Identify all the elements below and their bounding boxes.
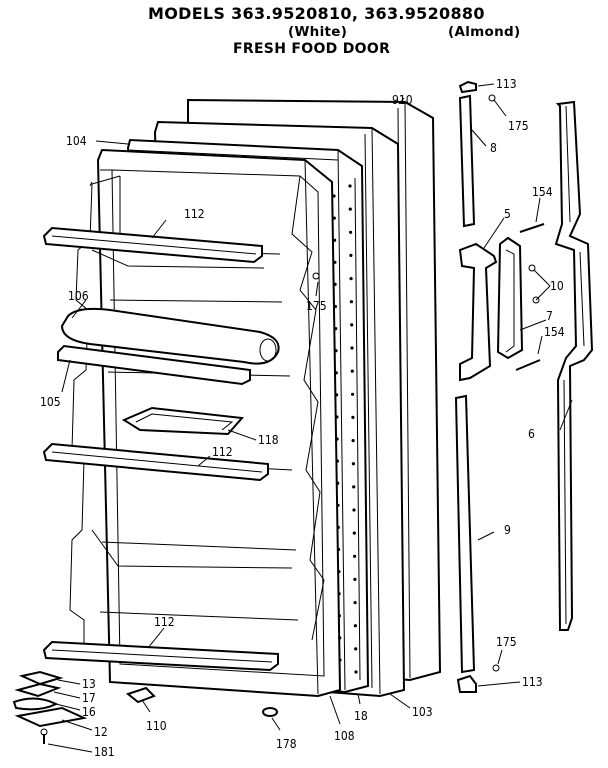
screw-hole [354, 670, 358, 674]
door-shelf-top [42, 226, 263, 264]
door-shelf-middle [42, 442, 269, 482]
callout-113-top: 113 [496, 77, 517, 91]
screw-hole [334, 349, 338, 353]
callout-110: 110 [146, 719, 167, 733]
callout-18: 18 [354, 709, 368, 723]
subtitle-fresh-food-door: FRESH FOOD DOOR [233, 41, 391, 57]
screw-hole [337, 592, 341, 596]
screw-hole [336, 525, 340, 530]
screw-hole [352, 508, 356, 512]
screw-hole [338, 658, 342, 662]
callout-8: 8 [490, 141, 497, 155]
screw-hole [353, 577, 357, 582]
callout-112-bottom: 112 [154, 615, 175, 629]
screw-hole [351, 439, 355, 443]
screw-hole [334, 327, 338, 331]
screw-hole [337, 547, 341, 552]
screw-hole [349, 253, 353, 257]
screw-hole [336, 481, 340, 485]
shelf-retainer-parts [12, 670, 278, 744]
door-shelf-bottom [42, 640, 279, 672]
screw-hole [350, 369, 354, 373]
dairy-compartment [57, 307, 280, 386]
screw-hole [335, 459, 339, 463]
screw-hole [348, 207, 352, 211]
callout-112-top: 112 [184, 207, 205, 221]
callout-103: 103 [412, 705, 433, 719]
screws [312, 94, 545, 672]
screw-hole [333, 304, 337, 309]
screw-hole [335, 393, 339, 397]
screw-hole [349, 277, 353, 281]
callout-9: 9 [504, 523, 511, 537]
callout-154-top: 154 [532, 185, 553, 199]
screw-hole [353, 554, 357, 558]
callout-106: 106 [68, 289, 89, 303]
callout-13: 13 [82, 677, 96, 691]
screw-hole [336, 503, 340, 507]
subtitle-almond: (Almond) [448, 24, 521, 40]
screw-hole [337, 570, 341, 574]
screw-hole [333, 260, 337, 264]
callout-6: 6 [528, 427, 535, 441]
screw-hole [350, 323, 354, 327]
screw-hole [348, 184, 352, 188]
screw-hole [335, 415, 339, 419]
callout-113-bottom: 113 [522, 675, 543, 689]
handle-trim-top [458, 80, 477, 228]
screw-hole [338, 636, 342, 640]
callout-910: 910 [392, 93, 413, 107]
diagram-title: MODELS 363.9520810, 363.9520880 [148, 4, 485, 23]
screw-hole [353, 601, 357, 605]
screw-hole [335, 437, 339, 441]
screw-hole [349, 230, 353, 234]
screw-hole [337, 614, 341, 618]
callout-105: 105 [40, 395, 61, 409]
screw-hole [333, 282, 337, 286]
callout-175-bottom: 175 [496, 635, 517, 649]
callout-154-bottom: 154 [544, 325, 565, 339]
callout-10: 10 [550, 279, 564, 293]
callout-12: 12 [94, 725, 108, 739]
callout-178: 178 [276, 737, 297, 751]
screw-hole [351, 392, 355, 396]
callout-118: 118 [258, 433, 279, 447]
callout-17: 17 [82, 691, 96, 705]
callout-112-middle: 112 [212, 445, 233, 459]
door-hinge-trim [554, 100, 594, 631]
callout-16: 16 [82, 705, 96, 719]
screw-hole [349, 300, 353, 304]
handle [458, 236, 524, 382]
screw-hole [351, 415, 355, 419]
egg-tray [121, 406, 245, 436]
callout-5: 5 [504, 207, 511, 221]
callout-7: 7 [546, 309, 553, 323]
screw-hole [332, 216, 336, 220]
callout-181: 181 [94, 745, 115, 759]
screw-hole [352, 531, 356, 535]
screw-hole [333, 238, 337, 242]
screw-hole [352, 485, 356, 489]
screw-hole [351, 462, 355, 466]
screw-hole [350, 346, 354, 350]
screw-hole [353, 624, 357, 628]
leader-lines [47, 83, 573, 753]
screw-hole [354, 647, 358, 651]
callout-104: 104 [66, 134, 87, 148]
screw-hole [334, 371, 338, 375]
callout-labels: 910 104 113 175 8 112 154 5 175 106 10 7… [40, 77, 565, 759]
callout-175-mid: 175 [306, 299, 327, 313]
callout-108: 108 [334, 729, 355, 743]
callout-175-top: 175 [508, 119, 529, 133]
handle-trim-bottom [454, 394, 477, 693]
subtitle-white: (White) [288, 24, 348, 40]
screw-hole [332, 194, 336, 198]
